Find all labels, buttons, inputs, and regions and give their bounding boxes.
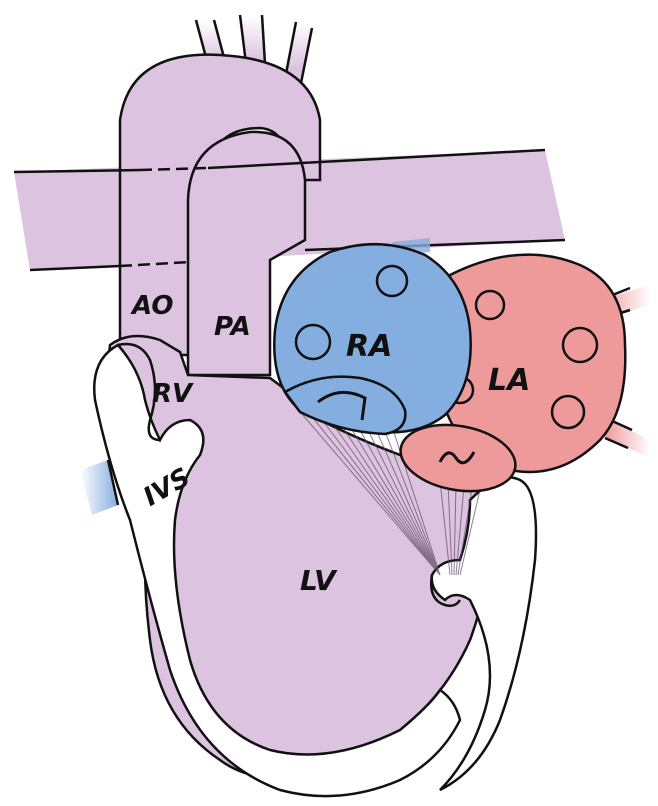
label-rv: RV	[152, 379, 194, 409]
label-ra: RA	[346, 329, 392, 364]
label-lv: LV	[300, 564, 338, 597]
la-vein-orifice-4	[552, 396, 584, 428]
la-vein-orifice-1	[476, 291, 504, 319]
label-pa: PA	[214, 312, 251, 342]
ra-orifice-top	[377, 266, 407, 296]
label-la: LA	[488, 363, 530, 398]
label-ao: AO	[130, 291, 173, 321]
la-vein-orifice-2	[563, 328, 597, 362]
ra-orifice-left	[296, 325, 330, 359]
